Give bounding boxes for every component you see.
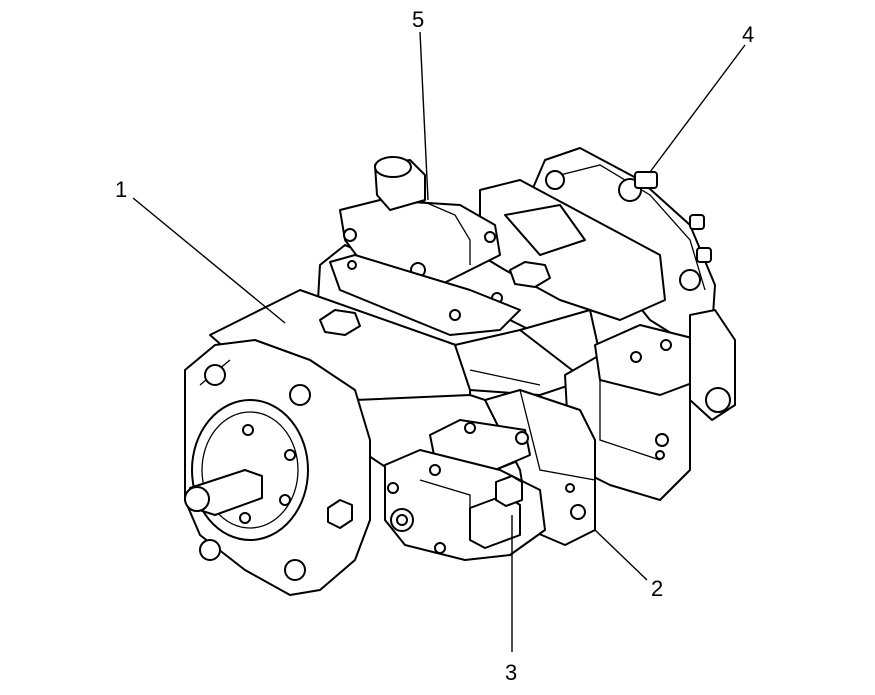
callout-1: 1 bbox=[115, 177, 127, 202]
front-valve-block bbox=[429, 389, 596, 546]
control-solenoid bbox=[384, 449, 546, 561]
callout-2: 2 bbox=[651, 576, 663, 601]
leader-line-4 bbox=[649, 44, 746, 173]
leader-line-5 bbox=[419, 31, 429, 201]
front-mounting-flange bbox=[184, 339, 371, 596]
callout-3: 3 bbox=[505, 660, 517, 685]
callout-5: 5 bbox=[412, 7, 424, 32]
top-cover-elbow bbox=[329, 156, 521, 336]
leader-line-1 bbox=[132, 197, 286, 324]
leader-line-2 bbox=[594, 529, 648, 581]
callout-4: 4 bbox=[742, 22, 754, 47]
right-valve-block bbox=[564, 309, 736, 501]
